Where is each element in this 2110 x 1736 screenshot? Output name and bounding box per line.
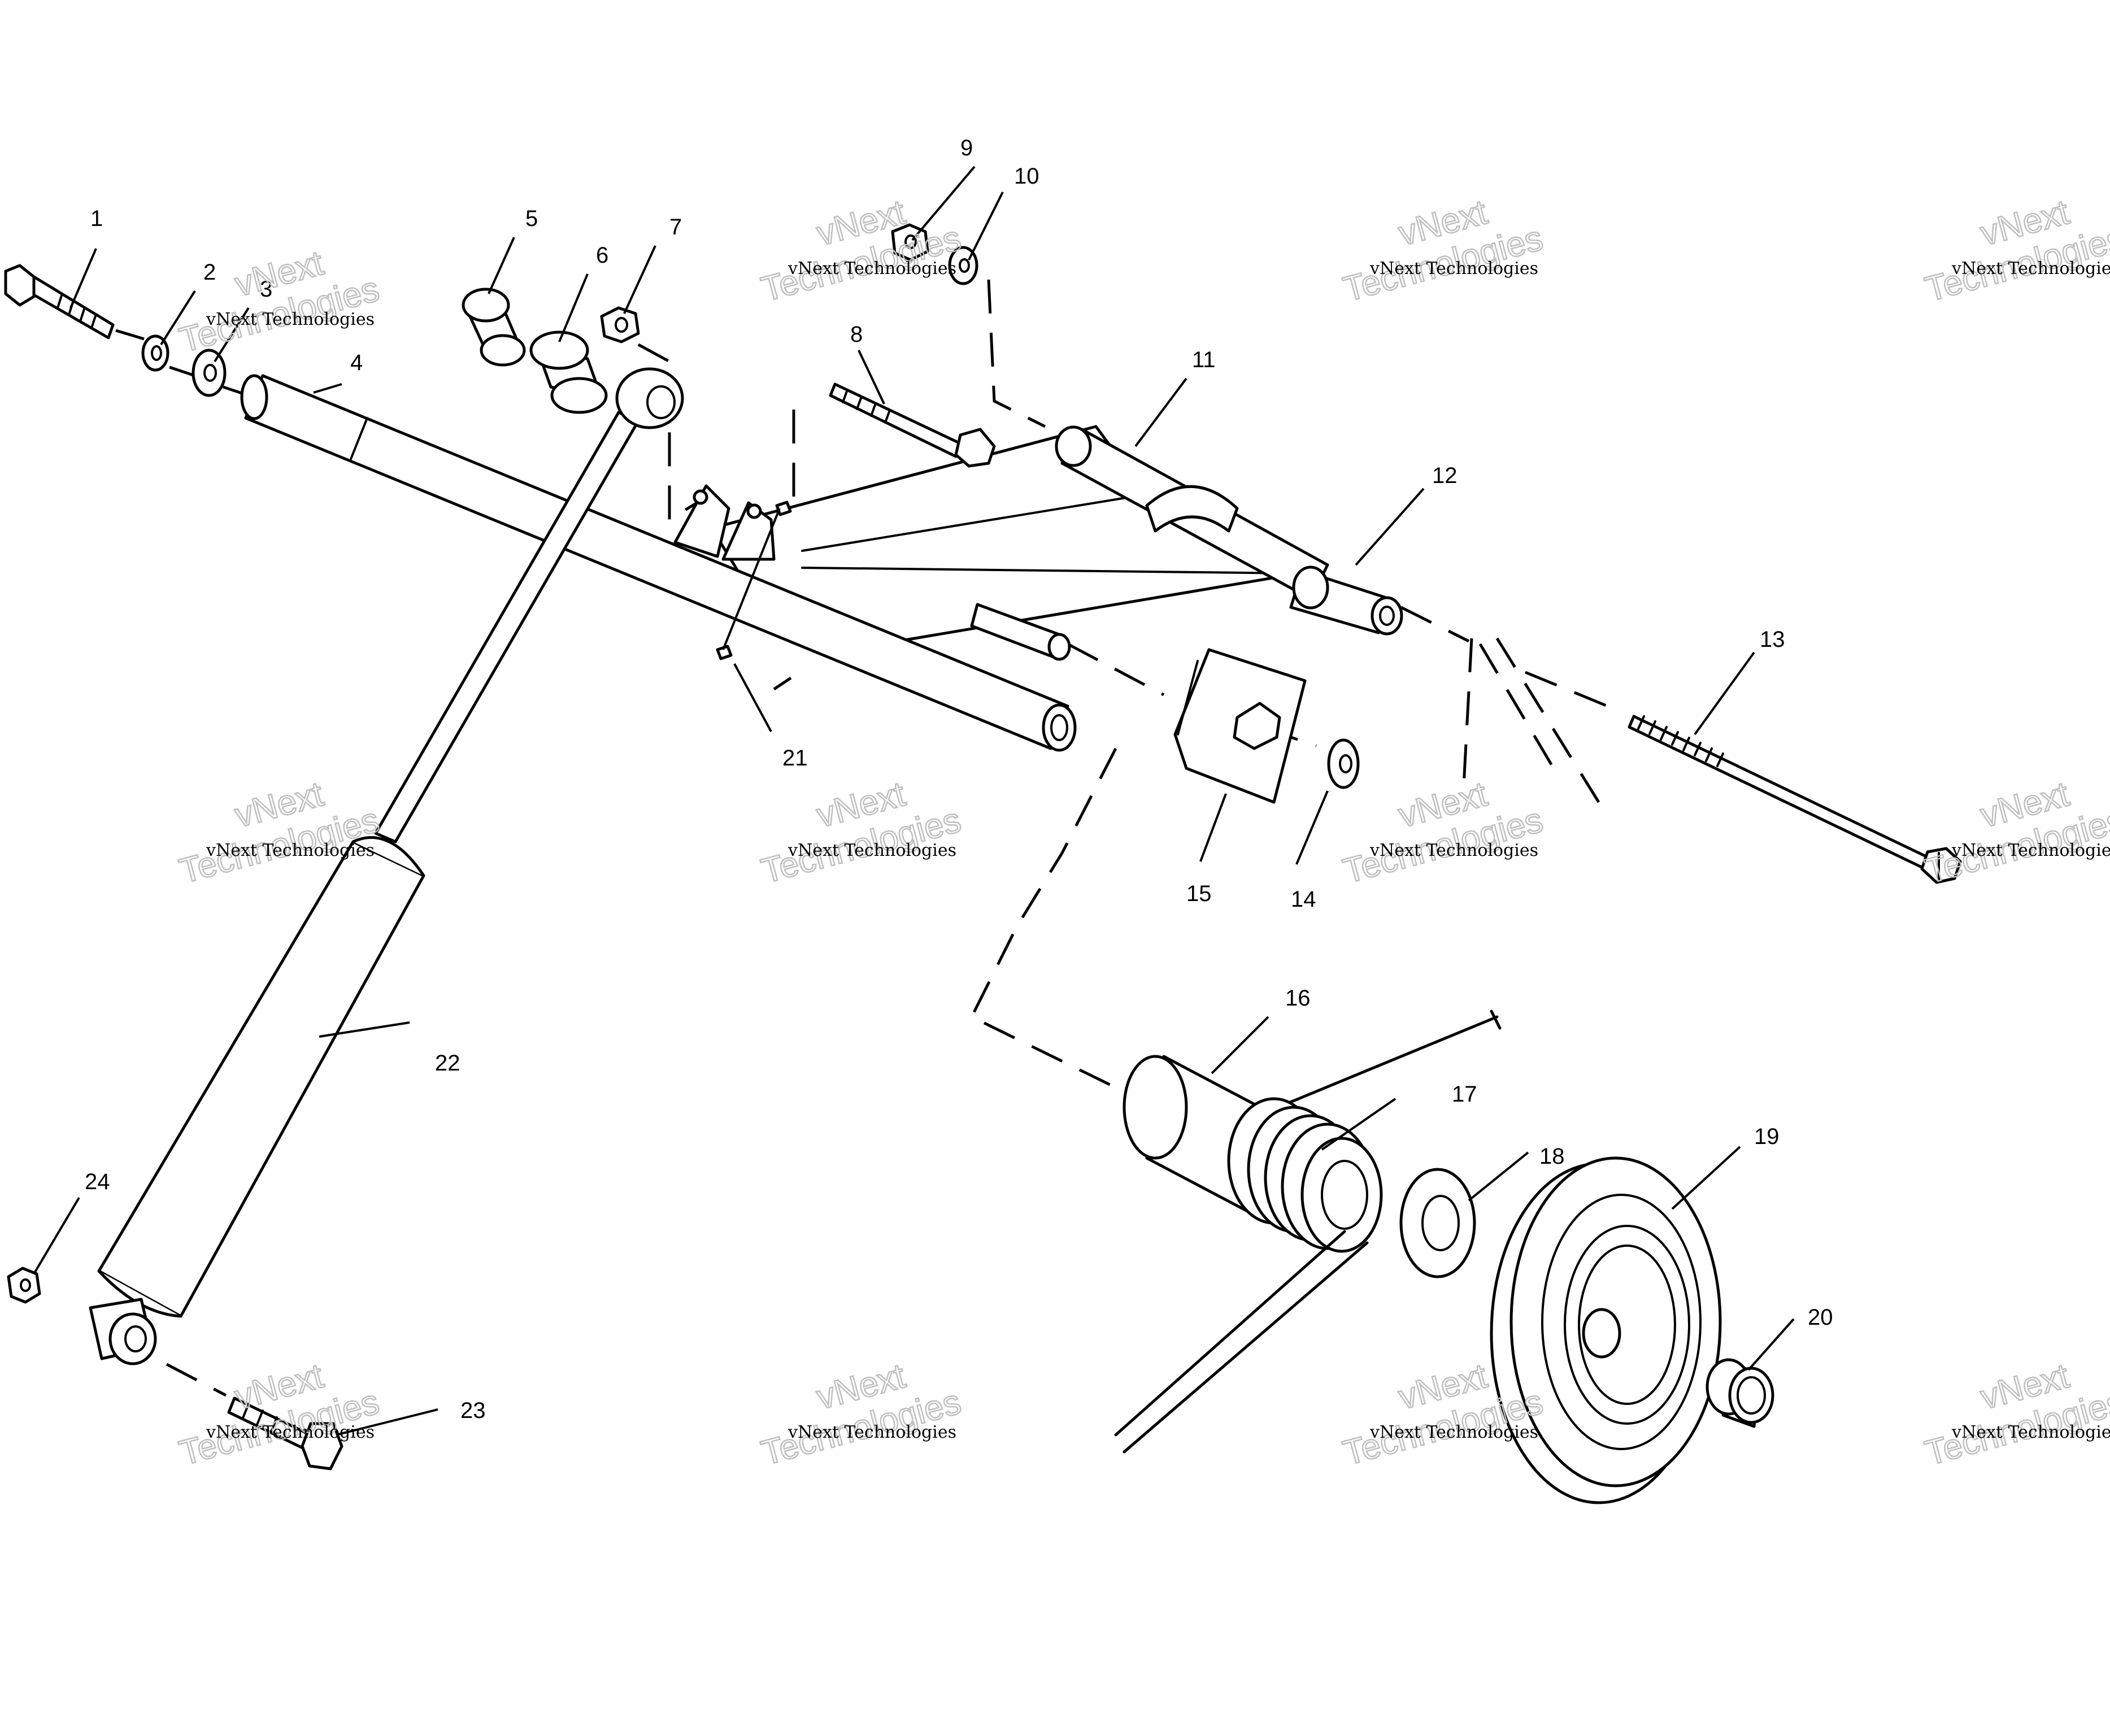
- watermark: vNext Technologies vNext Technologies: [1921, 192, 2110, 310]
- callout-7: 7: [669, 215, 682, 240]
- callout-15: 15: [1186, 881, 1212, 906]
- callout-18: 18: [1539, 1144, 1565, 1169]
- part-18-washer: [1399, 1168, 1476, 1278]
- part-6-bushing: [529, 330, 608, 414]
- callout-14: 14: [1291, 887, 1316, 912]
- svg-text:vNext Technologies: vNext Technologies: [206, 310, 375, 329]
- part-19-idler-wheel: [1490, 1156, 1722, 1504]
- callout-11: 11: [1192, 347, 1216, 372]
- watermark: vNext Technologies vNext Technologies: [1921, 1356, 2110, 1474]
- part-3-washer: [192, 349, 227, 397]
- part-4-shaft-tube: [240, 374, 1077, 752]
- part-11-swing-arm: [673, 425, 1403, 661]
- callout-20: 20: [1808, 1305, 1833, 1330]
- svg-text:vNext Technologies: vNext Technologies: [788, 259, 956, 279]
- svg-text:vNext Technologies: vNext Technologies: [788, 841, 956, 860]
- callout-16: 16: [1285, 986, 1311, 1011]
- leader-lines: [33, 166, 1795, 1436]
- part-24-nut: [7, 1267, 41, 1304]
- part-23-bolt: [227, 1396, 343, 1470]
- svg-text:vNext Technologies: vNext Technologies: [206, 1422, 375, 1442]
- callout-3: 3: [260, 277, 272, 302]
- part-17-torsion-spring: [1114, 1010, 1502, 1454]
- callout-17: 17: [1452, 1082, 1477, 1107]
- callout-5: 5: [525, 206, 538, 231]
- svg-text:vNext Technologies: vNext Technologies: [206, 841, 375, 860]
- watermark: vNext Technologies vNext Technologies: [1921, 774, 2110, 892]
- callout-2: 2: [203, 260, 216, 285]
- callout-4: 4: [350, 350, 363, 375]
- callout-6: 6: [596, 243, 608, 268]
- watermark: vNext Technologies vNext Technologies: [1339, 192, 1548, 310]
- svg-text:vNext Technologies: vNext Technologies: [788, 1422, 956, 1442]
- callout-12: 12: [1432, 463, 1458, 488]
- callout-8: 8: [850, 322, 863, 347]
- part-5-bushing: [462, 288, 526, 367]
- callout-24: 24: [85, 1169, 110, 1194]
- part-22-shock-absorber: [89, 367, 684, 1365]
- watermark: vNext Technologies vNext Technologies: [1339, 774, 1548, 892]
- part-7-nut: [600, 306, 640, 343]
- watermark-tiles: vNext Technologies vNext Technologies vN…: [175, 192, 2110, 1474]
- watermark: vNext Technologies vNext Technologies: [757, 192, 966, 310]
- part-15-block: [1173, 648, 1307, 804]
- callout-22: 22: [435, 1051, 460, 1076]
- svg-text:vNext Technologies: vNext Technologies: [1951, 841, 2110, 860]
- callout-21: 21: [782, 746, 808, 771]
- watermark: vNext Technologies vNext Technologies: [175, 1356, 384, 1474]
- svg-text:vNext Technologies: vNext Technologies: [1369, 259, 1538, 279]
- part-20-bearing: [1706, 1358, 1774, 1428]
- callout-13: 13: [1760, 627, 1785, 652]
- part-8-bolt: [829, 382, 996, 468]
- watermark: vNext Technologies vNext Technologies: [757, 1356, 966, 1474]
- part-2-washer: [141, 334, 169, 372]
- callout-19: 19: [1754, 1124, 1780, 1149]
- svg-text:vNext Technologies: vNext Technologies: [1951, 1422, 2110, 1442]
- svg-text:vNext Technologies: vNext Technologies: [1369, 841, 1538, 860]
- part-13-long-bolt: [1628, 715, 1962, 884]
- callout-9: 9: [960, 136, 973, 160]
- svg-text:vNext Technologies: vNext Technologies: [1369, 1422, 1538, 1442]
- part-1-bolt: [4, 264, 115, 340]
- callout-labels: 1 2 3 4 5 6 7 8 9 10 11 12 13 14 15 16 1…: [85, 136, 1833, 1423]
- callout-10: 10: [1014, 164, 1039, 189]
- part-14-washer: [1327, 738, 1360, 789]
- callout-1: 1: [90, 206, 103, 231]
- callout-23: 23: [460, 1398, 486, 1423]
- watermark: vNext Technologies vNext Technologies: [757, 774, 966, 892]
- svg-text:vNext Technologies: vNext Technologies: [1951, 259, 2110, 279]
